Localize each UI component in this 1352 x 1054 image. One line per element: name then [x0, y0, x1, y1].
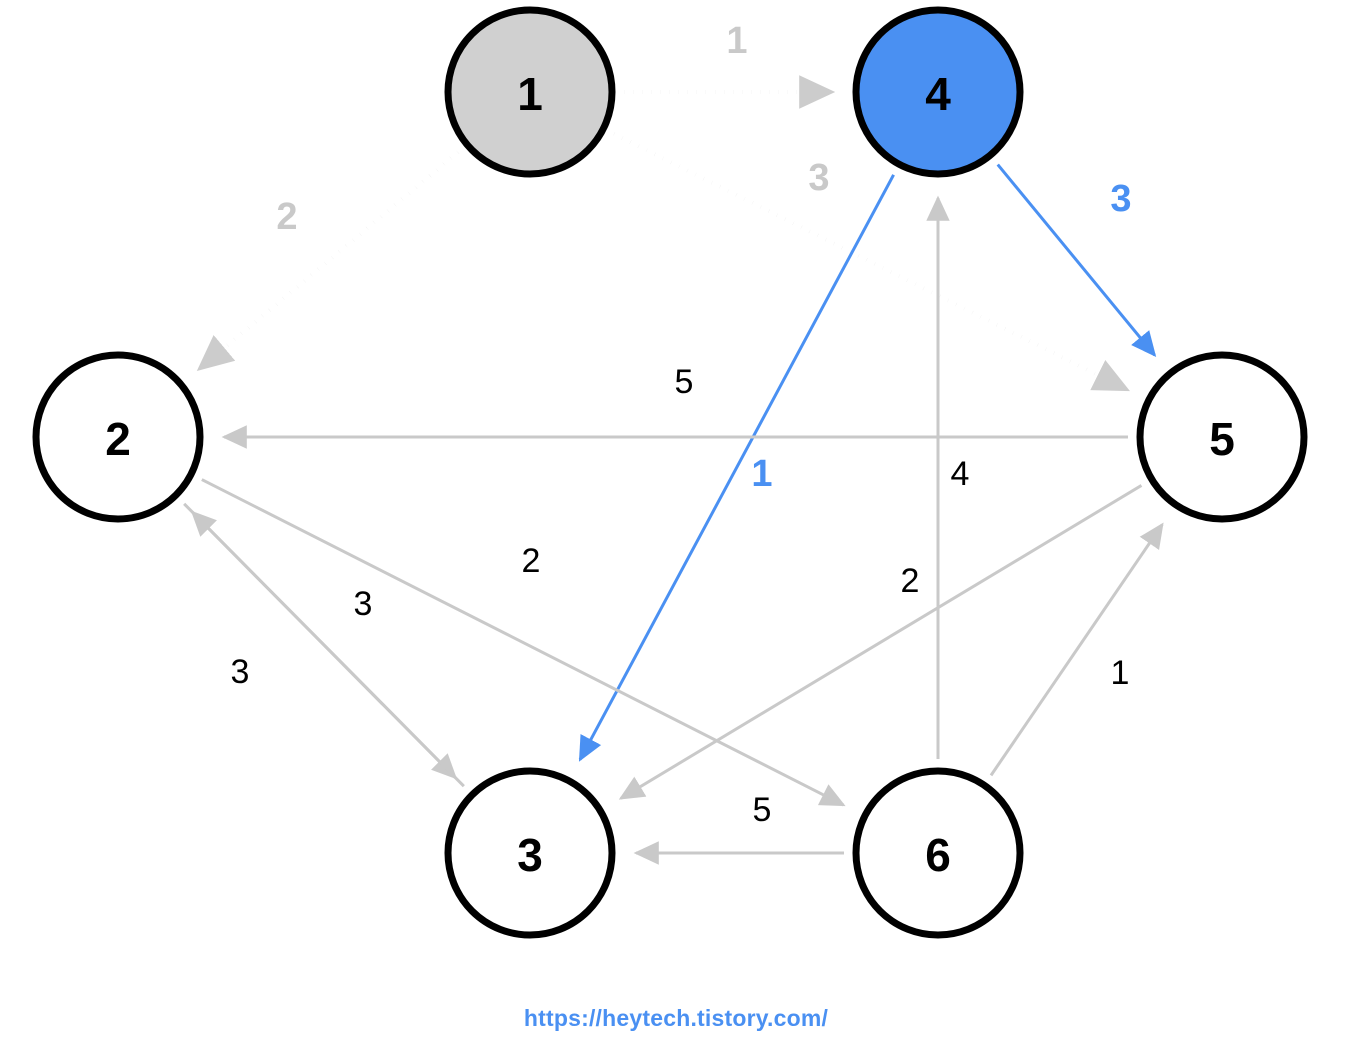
edge-6-to-5: [989, 522, 1164, 777]
edge-weight-1-5: 3: [808, 157, 829, 199]
edge-weight-1-4: 1: [726, 20, 747, 62]
node-label-2: 2: [105, 413, 131, 465]
node-5[interactable]: 5: [1136, 351, 1308, 523]
edge-weight-6-4: 4: [951, 455, 970, 493]
edge-weight-2-6: 2: [522, 542, 541, 580]
edge-2-to-6: [201, 478, 846, 807]
edge-weight-4-3: 1: [751, 453, 772, 495]
node-label-6: 6: [925, 829, 951, 881]
node-circle-3[interactable]: [444, 767, 616, 939]
node-label-5: 5: [1209, 413, 1235, 465]
node-2[interactable]: 2: [32, 351, 204, 523]
edge-weight-labels-layer: 1 2 3 3 1 5 4 3 3 2 2 1 5: [231, 20, 1132, 829]
node-circle-4[interactable]: [852, 6, 1024, 178]
edges-layer: [183, 75, 1164, 865]
node-label-4: 4: [925, 68, 951, 120]
edge-weight-3-2: 3: [231, 653, 250, 691]
node-circle-5[interactable]: [1136, 351, 1308, 523]
edge-weight-5-3: 2: [901, 562, 920, 600]
edge-weight-6-5: 1: [1111, 654, 1130, 692]
edge-weight-6-3: 5: [753, 791, 772, 829]
source-url-watermark: https://heytech.tistory.com/: [523, 1005, 829, 1031]
edge-weight-2-3: 3: [354, 585, 373, 623]
node-label-1: 1: [517, 68, 543, 120]
node-circle-6[interactable]: [852, 767, 1024, 939]
edge-weight-4-5: 3: [1110, 178, 1131, 220]
edge-weight-1-2: 2: [276, 196, 297, 238]
node-4[interactable]: 4: [852, 6, 1024, 178]
edge-3-to-2: [190, 510, 465, 788]
edge-4-to-3: [578, 174, 895, 762]
node-3[interactable]: 3: [444, 767, 616, 939]
edge-weight-5-2: 5: [675, 363, 694, 401]
node-1[interactable]: 1: [444, 6, 616, 178]
node-6[interactable]: 6: [852, 767, 1024, 939]
edge-4-to-5: [996, 163, 1157, 358]
edge-5-to-3: [618, 484, 1143, 800]
node-circle-2[interactable]: [32, 351, 204, 523]
edge-1-to-2: [196, 150, 460, 372]
node-label-3: 3: [517, 829, 543, 881]
nodes-layer: 1 2 3 4 5 6: [32, 6, 1308, 939]
node-circle-1[interactable]: [444, 6, 616, 178]
edge-1-to-5: [613, 132, 1130, 392]
